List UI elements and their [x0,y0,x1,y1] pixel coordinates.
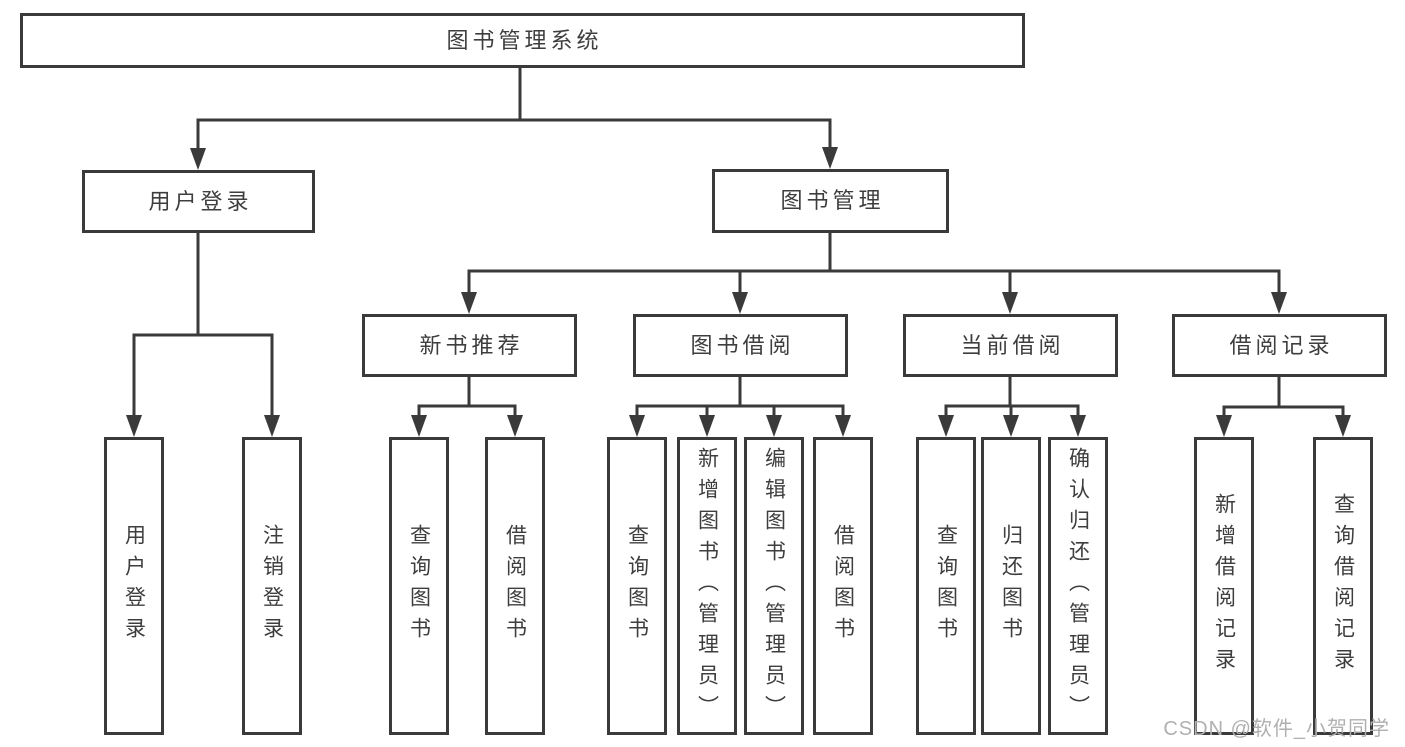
leaf-query-books-current: 查询图书 [916,437,976,735]
node-library-management-system: 图书管理系统 [20,13,1025,68]
node-new-book-recommend: 新书推荐 [362,314,577,377]
leaf-user-login: 用户登录 [104,437,164,735]
leaf-edit-books-admin: 编辑图书（管理员） [744,437,804,735]
leaf-query-books-borrowing: 查询图书 [607,437,667,735]
leaf-borrow-books-recommend: 借阅图书 [485,437,545,735]
csdn-watermark: CSDN @软件_小贺同学 [1163,718,1390,740]
leaf-query-borrow-record: 查询借阅记录 [1313,437,1373,735]
leaf-return-books: 归还图书 [981,437,1041,735]
leaf-logout: 注销登录 [242,437,302,735]
leaf-query-books-recommend: 查询图书 [389,437,449,735]
leaf-add-borrow-record: 新增借阅记录 [1194,437,1254,735]
node-current-borrowing: 当前借阅 [903,314,1118,377]
node-borrowing-records: 借阅记录 [1172,314,1387,377]
node-book-borrowing: 图书借阅 [633,314,848,377]
node-user-login: 用户登录 [82,170,315,233]
leaf-borrow-books: 借阅图书 [813,437,873,735]
leaf-confirm-return-admin: 确认归还（管理员） [1048,437,1108,735]
leaf-add-books-admin: 新增图书（管理员） [677,437,737,735]
node-book-management: 图书管理 [712,169,949,233]
